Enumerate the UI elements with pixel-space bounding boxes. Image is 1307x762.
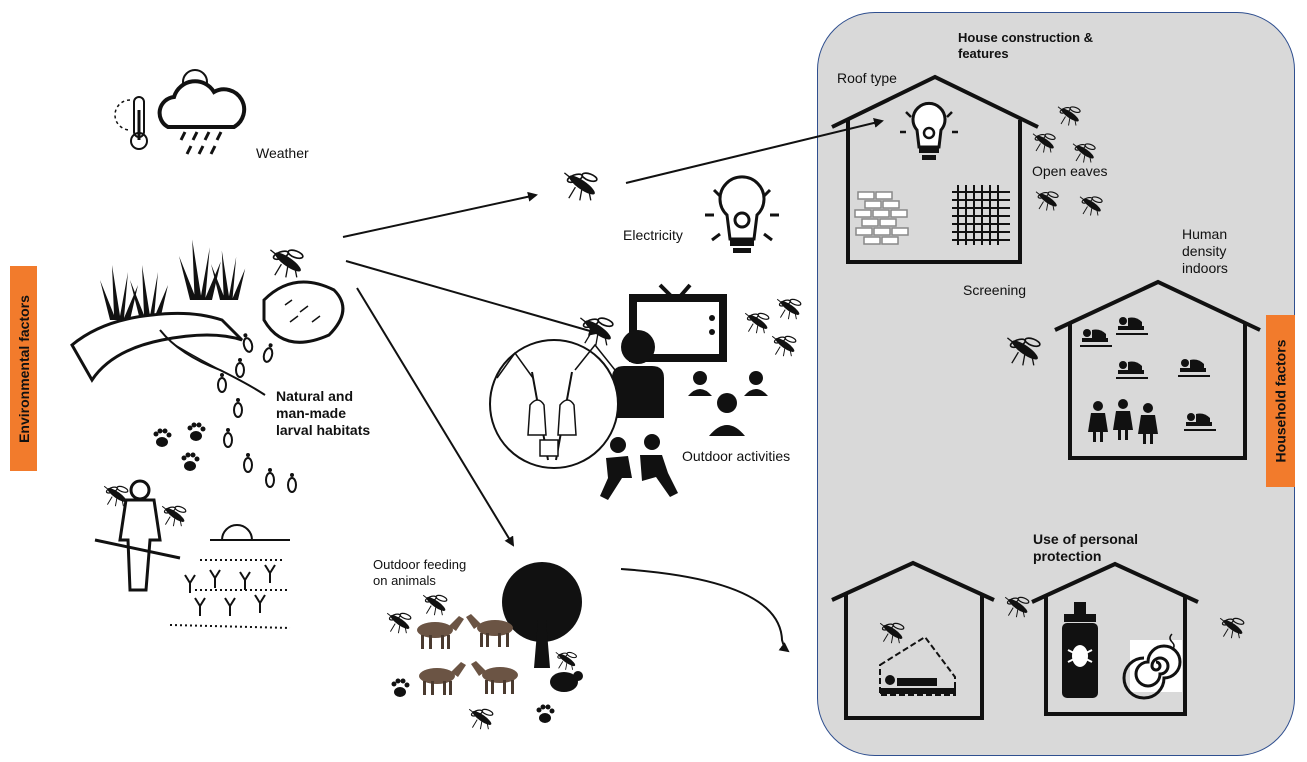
lightbulb-icon bbox=[705, 175, 779, 253]
outdoor-activities-label: Outdoor activities bbox=[682, 448, 791, 464]
house-construction-icon bbox=[831, 74, 1039, 264]
environmental-factors-tag: Environmental factors bbox=[10, 266, 37, 471]
mosquito-coil-icon bbox=[1122, 633, 1182, 700]
bednet-icon bbox=[879, 621, 956, 696]
weather-label: Weather bbox=[256, 145, 309, 161]
field-icon bbox=[169, 524, 291, 629]
human-density-label: Human density indoors bbox=[1182, 226, 1228, 276]
screen-mesh-icon bbox=[952, 185, 1010, 245]
house-density-icon bbox=[1054, 279, 1261, 460]
paw-icon bbox=[153, 422, 206, 471]
household-factors-tag: Household factors bbox=[1266, 315, 1295, 487]
larval-habitats-label: Natural and man-made larval habitats bbox=[276, 388, 371, 438]
outdoor-feeding-label: Outdoor feeding on animals bbox=[373, 557, 467, 588]
house-lightbulb-icon bbox=[900, 101, 958, 160]
tree-icon bbox=[502, 562, 582, 668]
village-scene-icon bbox=[489, 339, 619, 469]
people-icon bbox=[688, 371, 768, 436]
electricity-label: Electricity bbox=[623, 227, 683, 243]
personal-protection-label: Use of personal protection bbox=[1033, 531, 1139, 564]
house-repellent-icon bbox=[1031, 561, 1199, 716]
open-eaves-label: Open eaves bbox=[1032, 163, 1108, 179]
viewer-icon bbox=[612, 330, 664, 418]
brick-wall-icon bbox=[854, 191, 909, 245]
spray-can-icon bbox=[1062, 602, 1098, 698]
puddle-icon bbox=[262, 280, 345, 344]
arrow-to-house bbox=[625, 118, 884, 184]
farmer-icon bbox=[94, 479, 181, 592]
roof-type-label: Roof type bbox=[837, 70, 897, 86]
house-bednet-icon bbox=[831, 560, 995, 720]
arrow-to-activities bbox=[345, 260, 599, 336]
stream-icon bbox=[70, 311, 266, 396]
family-icon bbox=[1088, 399, 1158, 444]
screening-label: Screening bbox=[963, 282, 1027, 298]
cloud-rain-icon bbox=[157, 69, 247, 155]
sheep-icon bbox=[550, 671, 583, 692]
house-construction-label: House construction & features bbox=[958, 30, 1094, 61]
arrow-to-feeding bbox=[356, 287, 515, 547]
grass-icon bbox=[100, 239, 246, 320]
arrow-to-protection bbox=[620, 568, 790, 653]
thermometer-icon bbox=[114, 96, 148, 150]
children-icon bbox=[600, 434, 678, 500]
donkey-icon bbox=[417, 614, 518, 695]
arrow-to-electricity bbox=[342, 191, 538, 238]
